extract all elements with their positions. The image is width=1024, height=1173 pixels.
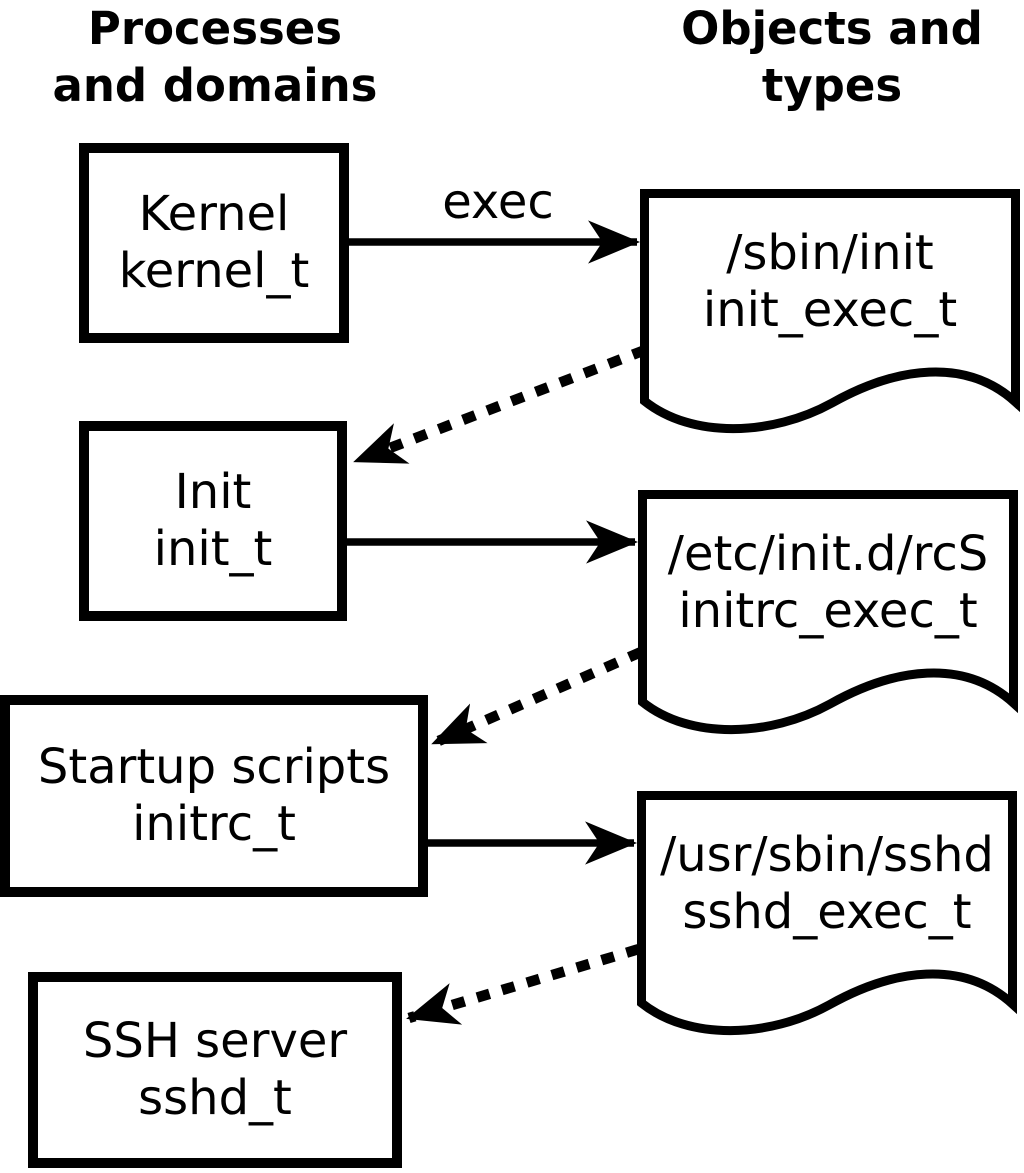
object-file-type: init_exec_t: [702, 282, 958, 338]
object-path: /etc/init.d/rcS: [667, 526, 989, 582]
object-file-type: initrc_exec_t: [678, 583, 978, 639]
document-shape: [640, 189, 1020, 434]
object-path: /sbin/init: [726, 225, 934, 281]
transition-arrow-initrc-exec-to-initrc: [431, 647, 644, 748]
process-node-ssh-server: SSH server sshd_t: [28, 972, 402, 1168]
transition-arrow-init-exec-to-init: [353, 345, 647, 466]
process-domain-type: sshd_t: [138, 1070, 292, 1126]
process-domain-type: kernel_t: [118, 243, 310, 299]
process-title: Init: [174, 464, 252, 520]
document-shape: [637, 791, 1017, 1036]
object-node-etc-initd-rcs: /etc/init.d/rcS initrc_exec_t: [638, 490, 1018, 736]
process-title: SSH server: [82, 1013, 348, 1069]
object-file-type: sshd_exec_t: [682, 884, 972, 940]
process-title: Kernel: [138, 186, 290, 242]
object-node-sbin-init: /sbin/init init_exec_t: [640, 189, 1020, 435]
process-title: Startup scripts: [37, 739, 391, 795]
process-node-startup-scripts: Startup scripts initrc_t: [0, 695, 428, 897]
process-node-init: Init init_t: [79, 421, 347, 621]
right-column-header: Objects and types: [681, 2, 983, 112]
document-shape: [638, 490, 1018, 735]
left-column-header: Processes and domains: [52, 2, 378, 112]
process-node-kernel: Kernel kernel_t: [79, 143, 349, 343]
object-path: /usr/sbin/sshd: [660, 827, 994, 883]
object-label: /sbin/init init_exec_t: [640, 225, 1020, 339]
object-label: /usr/sbin/sshd sshd_exec_t: [637, 827, 1017, 941]
object-node-usr-sbin-sshd: /usr/sbin/sshd sshd_exec_t: [637, 791, 1017, 1037]
transition-arrow-sshd-exec-to-sshd: [406, 943, 641, 1025]
process-domain-type: initrc_t: [132, 796, 296, 852]
object-label: /etc/init.d/rcS initrc_exec_t: [638, 526, 1018, 640]
process-domain-type: init_t: [153, 521, 273, 577]
exec-arrow-label: exec: [442, 174, 554, 230]
